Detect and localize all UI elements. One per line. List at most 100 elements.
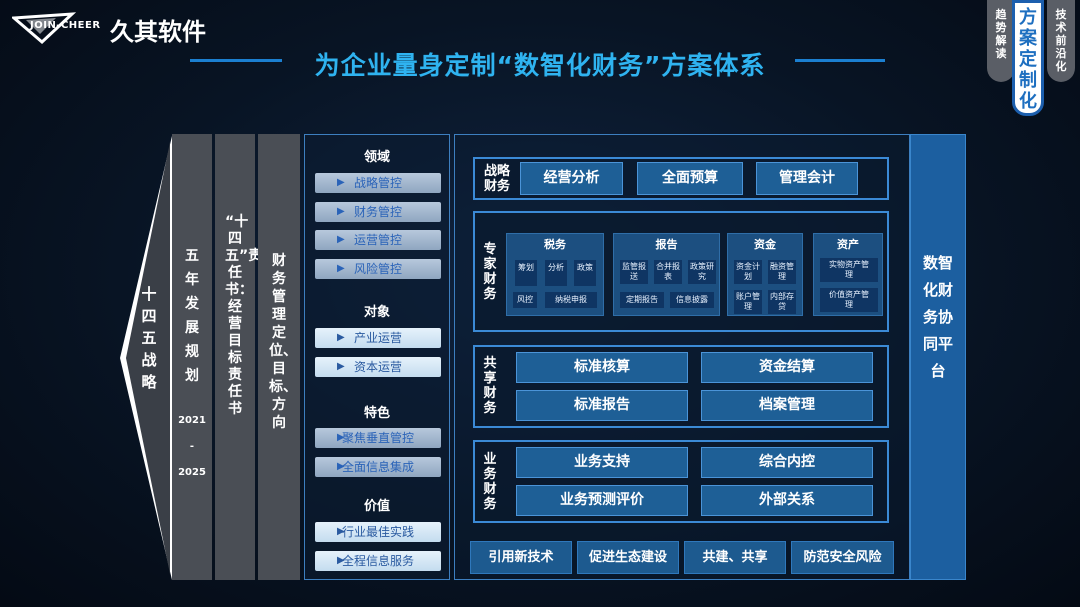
- section-feature-title: 特色: [363, 406, 390, 421]
- report-item[interactable]: 定期报告: [620, 292, 664, 308]
- pill-label: 全程信息服务: [341, 554, 414, 568]
- play-icon: ▶: [337, 332, 345, 343]
- category-report: 报告 监管报送 合并报表 政策研究 定期报告 信息披露: [613, 233, 720, 316]
- title-line-left: [190, 59, 282, 62]
- page-title: 为企业量身定制“数智化财务”方案体系: [314, 51, 766, 80]
- box-business-support[interactable]: 业务支持: [516, 447, 688, 478]
- logo-emblem: [12, 12, 77, 44]
- pill-operation-control[interactable]: ▶ 运营管控: [315, 230, 441, 250]
- tab-trend[interactable]: 趋势解读: [987, 0, 1015, 82]
- btn-ecosystem[interactable]: 促进生态建设: [577, 541, 679, 574]
- section-domain-title: 领域: [363, 150, 390, 165]
- funds-item[interactable]: 资金计划: [734, 260, 762, 284]
- plan-years: 2021 - 2025: [172, 408, 212, 486]
- box-business-analysis[interactable]: 经营分析: [520, 162, 623, 195]
- expert-finance-label: 专家财务: [483, 242, 497, 302]
- funds-item[interactable]: 账户管理: [734, 290, 762, 314]
- pill-label: 战略管控: [353, 176, 402, 190]
- funds-item[interactable]: 融资管理: [768, 260, 796, 284]
- report-item[interactable]: 信息披露: [670, 292, 714, 308]
- category-funds: 资金 资金计划 融资管理 账户管理 内部存贷: [727, 233, 803, 316]
- box-standard-accounting[interactable]: 标准核算: [516, 352, 688, 383]
- pill-label: 全面信息集成: [341, 460, 414, 474]
- box-management-accounting[interactable]: 管理会计: [756, 162, 858, 195]
- play-icon: ▶: [337, 461, 345, 472]
- tax-item[interactable]: 风控: [513, 292, 537, 308]
- funds-item[interactable]: 内部存贷: [768, 290, 796, 314]
- box-archive-management[interactable]: 档案管理: [701, 390, 873, 421]
- logo-chinese: 久其软件: [110, 17, 206, 46]
- play-icon: ▶: [337, 555, 345, 566]
- logo-text: JOIN-CHEER: [30, 20, 101, 31]
- positioning-column: [258, 134, 300, 580]
- platform-label: 数智化财务协同平台: [922, 254, 953, 380]
- play-icon: ▶: [337, 432, 345, 443]
- box-standard-report[interactable]: 标准报告: [516, 390, 688, 421]
- pill-label: 行业最佳实践: [341, 525, 414, 539]
- tab-customization[interactable]: 方案定制化: [1012, 0, 1044, 116]
- tax-item[interactable]: 筹划: [515, 260, 537, 286]
- strategy-arrow: [120, 136, 172, 580]
- btn-co-build-share[interactable]: 共建、共享: [684, 541, 786, 574]
- tab-customization-label: 方案定制化: [1019, 7, 1037, 112]
- assets-item[interactable]: 价值资产管理: [820, 288, 878, 312]
- box-comprehensive-budget[interactable]: 全面预算: [637, 162, 743, 195]
- plan-year-end: 2025: [178, 467, 206, 478]
- pill-label: 资本运营: [353, 360, 402, 374]
- strategy-label: 十四五战略: [141, 285, 157, 391]
- section-object-title: 对象: [363, 305, 390, 320]
- assets-item[interactable]: 实物资产管理: [820, 258, 878, 282]
- tax-item[interactable]: 政策: [574, 260, 596, 286]
- tax-item[interactable]: 分析: [545, 260, 567, 286]
- plan-column: [172, 134, 212, 580]
- category-funds-title: 资金: [754, 238, 776, 251]
- play-icon: ▶: [337, 361, 345, 372]
- strategic-finance-label: 战略财务: [483, 164, 510, 194]
- pill-financial-control[interactable]: ▶ 财务管控: [315, 202, 441, 222]
- pill-info-service[interactable]: ▶全程信息服务: [315, 551, 441, 571]
- pill-label: 财务管控: [353, 205, 402, 219]
- plan-year-dash: -: [189, 441, 195, 452]
- business-finance-label: 业务财务: [483, 452, 497, 512]
- play-icon: ▶: [337, 263, 345, 274]
- pill-info-integration[interactable]: ▶全面信息集成: [315, 457, 441, 477]
- play-icon: ▶: [337, 526, 345, 537]
- pill-label: 风险管控: [353, 262, 402, 276]
- positioning-label: 财务管理定位、目标、方向: [269, 253, 297, 431]
- pill-risk-control[interactable]: ▶ 风险管控: [315, 259, 441, 279]
- tab-technology[interactable]: 技术前沿化: [1047, 0, 1075, 82]
- btn-security-risk[interactable]: 防范安全风险: [791, 541, 894, 574]
- report-item[interactable]: 监管报送: [620, 260, 648, 284]
- box-business-forecast[interactable]: 业务预测评价: [516, 485, 688, 516]
- pill-capital-operation[interactable]: ▶ 资本运营: [315, 357, 441, 377]
- pill-label: 聚焦垂直管控: [341, 431, 414, 445]
- shared-finance-label: 共享财务: [483, 356, 497, 416]
- box-external-relations[interactable]: 外部关系: [701, 485, 873, 516]
- pill-best-practice[interactable]: ▶行业最佳实践: [315, 522, 441, 542]
- responsibility-label: “十四五”责任书：经营目标责任书: [225, 214, 263, 417]
- category-report-title: 报告: [655, 238, 678, 251]
- btn-new-technology[interactable]: 引用新技术: [470, 541, 572, 574]
- category-assets-title: 资产: [837, 238, 859, 251]
- box-internal-control[interactable]: 综合内控: [701, 447, 873, 478]
- pill-strategic-control[interactable]: ▶ 战略管控: [315, 173, 441, 193]
- pill-label: 产业运营: [353, 331, 402, 345]
- tab-trend-label: 趋势解读: [995, 8, 1007, 60]
- pill-label: 运营管控: [353, 233, 402, 247]
- pill-vertical-control[interactable]: ▶聚焦垂直管控: [315, 428, 441, 448]
- play-icon: ▶: [337, 234, 345, 245]
- play-icon: ▶: [337, 206, 345, 217]
- category-tax-title: 税务: [544, 238, 566, 251]
- category-assets: 资产 实物资产管理 价值资产管理: [813, 233, 883, 316]
- report-item[interactable]: 政策研究: [688, 260, 716, 284]
- responsibility-column: [215, 134, 255, 580]
- play-icon: ▶: [337, 177, 345, 188]
- plan-year-start: 2021: [178, 415, 206, 426]
- collaboration-platform: [910, 134, 966, 580]
- box-fund-settlement[interactable]: 资金结算: [701, 352, 873, 383]
- section-value-title: 价值: [363, 499, 390, 514]
- tax-item[interactable]: 纳税申报: [545, 292, 597, 308]
- pill-industry-operation[interactable]: ▶ 产业运营: [315, 328, 441, 348]
- tab-technology-label: 技术前沿化: [1055, 8, 1067, 73]
- report-item[interactable]: 合并报表: [654, 260, 682, 284]
